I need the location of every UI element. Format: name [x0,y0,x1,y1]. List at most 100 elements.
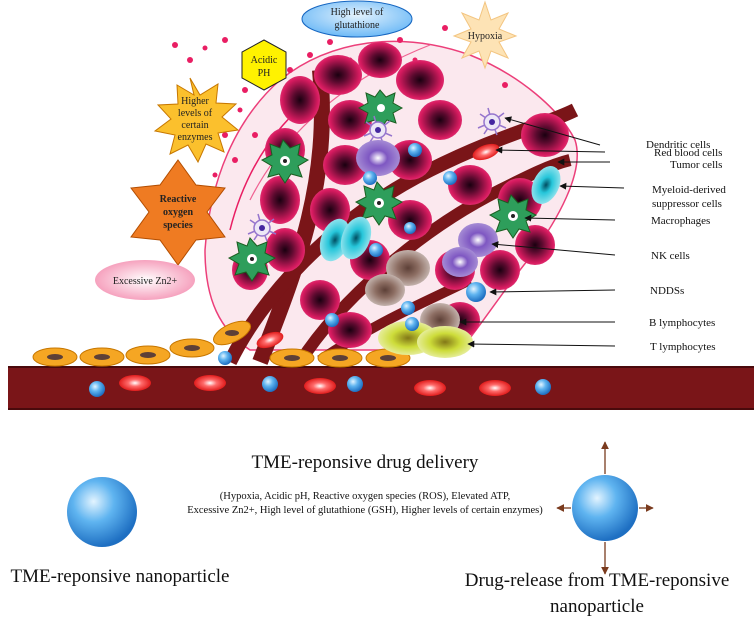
tumor-cell [300,280,340,320]
tumor-cell [388,200,432,240]
nanoparticle-icon [67,477,137,547]
label-mdsc-line1: Myeloid-derived [652,184,726,196]
ros-label-line2: oxygen [163,207,193,218]
label-t-lymphocytes: T lymphocytes [650,341,715,353]
tumor-cell [358,42,402,78]
tumor-cell [515,225,555,265]
nanoparticle [405,317,419,331]
label-dendritic-cells: Dendritic cells [646,139,710,151]
nk-cell [356,140,400,176]
ros-label-line1: Reactive [160,194,197,205]
cell-labels: Dendritic cells Red blood cells Tumor ce… [646,139,726,353]
tumor-cell [265,228,305,272]
drug-release-icon [556,441,654,575]
dendritic-cell [247,213,277,242]
endothelial-cell [169,338,215,358]
stimulus-acidic-ph: Acidic PH [241,39,287,91]
ros-label-line3: species [163,220,193,231]
endothelial-cell [32,347,78,367]
mdsc-cell [340,216,372,260]
dendritic-cell [477,107,507,136]
glutathione-label-line2: glutathione [335,20,381,31]
glutathione-label-line1: High level of [331,7,384,18]
mdsc-cells [319,166,561,262]
endothelial-cell [212,320,252,346]
tumor-cell [328,312,372,348]
mdsc-cell [531,166,561,204]
tumor-cell [418,100,462,140]
label-b-lymphocytes: B lymphocytes [649,317,715,329]
label-mdsc-line2: suppressor cells [652,198,722,210]
nk-cells [356,140,498,277]
endothelial-cells [32,320,411,368]
branch-vessel-1 [252,69,330,365]
tumor-cell [521,113,569,157]
nanoparticle [363,171,377,185]
stimuli-list: (Hypoxia, Acidic pH, Reactive oxygen spe… [140,490,590,518]
drug-release-caption-line2: nanoparticle [550,596,644,617]
nk-cell [442,247,478,277]
nanoparticle [325,313,339,327]
tumor-cell [314,55,362,95]
dendritic-cell [363,115,393,144]
stimulus-ros: Reactive oxygen species [130,159,226,266]
red-blood-cell [194,375,226,391]
nanoparticle [89,381,105,397]
enzymes-label-line4: enzymes [178,132,213,143]
stimuli-list-line1: (Hypoxia, Acidic pH, Reactive oxygen spe… [219,491,511,502]
enzymes-label-line3: certain [181,120,208,131]
nk-cell [458,223,498,257]
stimuli-list-line2: Excessive Zn2+, High level of glutathion… [187,505,543,516]
nanoparticle [408,143,422,157]
label-nddss: NDDSs [650,285,684,297]
nanoparticle [466,282,486,302]
stimulus-zinc: Excessive Zn2+ [95,260,195,300]
endothelial-cell [125,345,171,365]
red-blood-cell [304,378,336,394]
nanoparticles [89,143,551,397]
t-lymphocytes [378,321,473,358]
nanoparticle [218,351,232,365]
dendritic-cells [247,107,507,242]
enzymes-label-line1: Higher [181,96,209,107]
red-blood-cell [414,380,446,396]
drug-release-caption: Drug-release from TME-reponsive nanopart… [440,568,754,620]
tumor-cell [396,60,444,100]
red-blood-cell [472,143,500,161]
enzymes-label-line2: levels of [178,108,213,119]
red-blood-cells [119,143,511,396]
t-lymphocyte [417,326,473,358]
nanoparticle [401,301,415,315]
stimulus-enzymes: Higher levels of certain enzymes [153,77,240,164]
tumor-cell [280,76,320,124]
b-lymphocyte [386,250,430,286]
red-blood-cell [256,331,284,349]
zinc-label: Excessive Zn2+ [113,276,178,287]
red-blood-cell [479,380,511,396]
label-red-blood-cells: Red blood cells [654,147,722,159]
nanoparticle [404,222,416,234]
stimulus-glutathione: High level of glutathione [301,0,413,38]
nanoparticle [535,379,551,395]
acidic-label-line1: Acidic [251,55,278,66]
main-vessel [8,367,754,409]
b-lymphocyte [365,274,405,306]
endothelial-cell [79,347,125,367]
red-blood-cell [119,375,151,391]
tme-diagram: High level of glutathione Hypoxia Acidic… [8,0,754,410]
hypoxia-label: Hypoxia [468,31,503,42]
tumor-cell [328,100,372,140]
nanoparticle [262,376,278,392]
label-macrophages: Macrophages [651,215,710,227]
label-tumor-cells: Tumor cells [670,159,722,171]
stimulus-hypoxia: Hypoxia [452,0,518,70]
tumor-cell [480,250,520,290]
tumor-cell [448,165,492,205]
acidic-label-line2: PH [258,68,271,79]
nanoparticle [347,376,363,392]
tumor-cell [260,176,300,224]
macrophages [227,89,538,282]
nanoparticle [369,243,383,257]
tumor-cell [323,145,367,185]
bottom-title: TME-reponsive drug delivery [251,452,479,473]
